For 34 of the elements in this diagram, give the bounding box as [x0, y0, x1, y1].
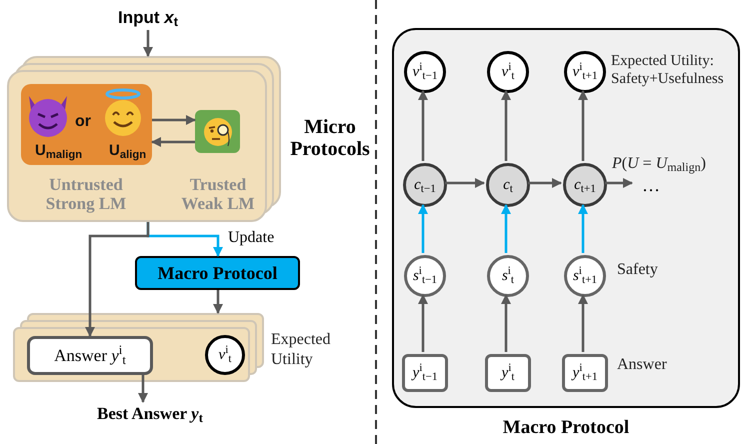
arrow — [152, 115, 196, 125]
model-label: U$_{malign}$ — [35, 141, 82, 162]
arrow — [528, 178, 562, 188]
arrow — [138, 375, 148, 403]
node-caption: Untrusted Strong LM — [44, 176, 128, 214]
stack-heading: Micro Protocols — [289, 116, 371, 160]
process-box: Macro Protocol — [135, 256, 300, 290]
arrow — [578, 204, 588, 253]
arrow — [213, 290, 223, 314]
node-caption: Expected Utility: Safety+Usefulness — [611, 52, 725, 88]
output-label: Best Answer y$_{t}$ — [70, 402, 230, 426]
arrow — [418, 204, 428, 253]
arrow — [501, 294, 511, 352]
node-caption: P(U = U$_{malign}$) — [612, 154, 707, 176]
arrow — [501, 90, 511, 161]
input-label: Input x$_{t}$ — [98, 6, 198, 30]
arrow — [501, 204, 511, 253]
or-word: or — [75, 112, 91, 132]
node-caption: Expected Utility — [271, 330, 332, 370]
arrow — [143, 30, 153, 57]
node-caption: Trusted Weak LM — [180, 176, 256, 214]
ellipsis-label: … — [634, 175, 668, 195]
arrow — [418, 294, 428, 352]
arrow — [605, 178, 633, 188]
panel-title: Macro Protocol — [502, 416, 630, 440]
arrow — [85, 222, 150, 337]
arrow — [445, 178, 485, 188]
model-label: U$_{align}$ — [109, 141, 146, 162]
arrow — [578, 294, 588, 352]
node-caption: Safety — [617, 260, 659, 280]
node-caption: Answer — [617, 355, 668, 375]
arrow — [151, 137, 195, 147]
arrow — [578, 90, 588, 161]
arrow — [418, 90, 428, 161]
